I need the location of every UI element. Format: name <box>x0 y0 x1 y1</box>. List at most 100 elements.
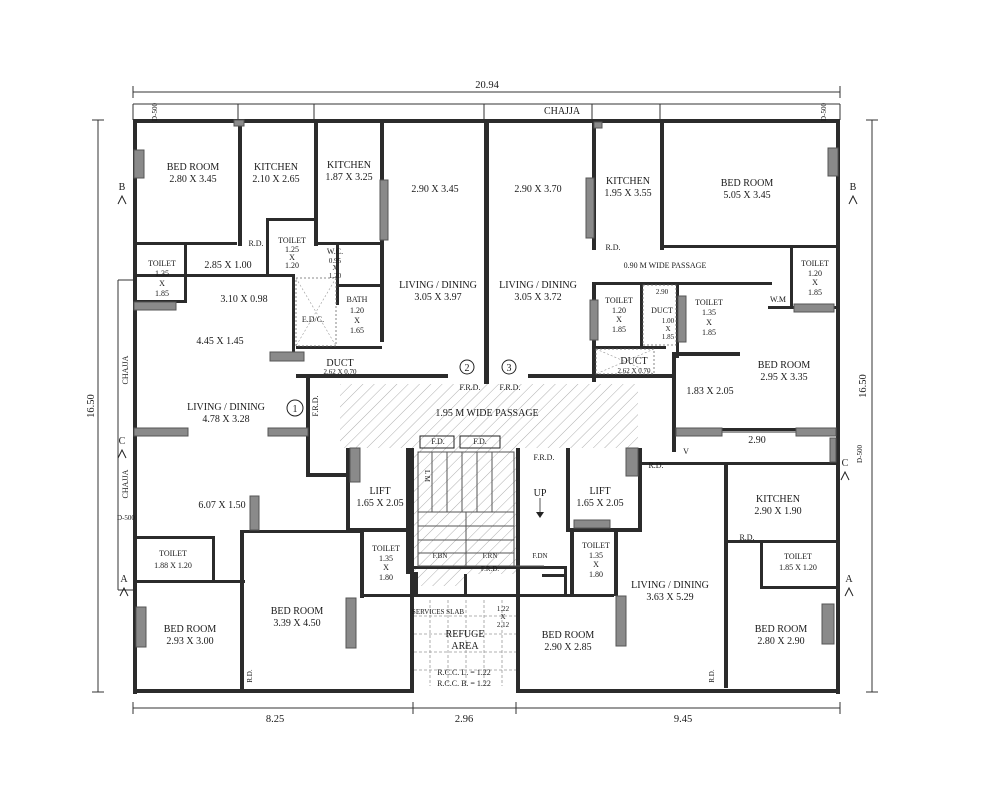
toilet-l-l1: 1.35 <box>155 269 169 278</box>
dimension-text: 20.94 16.50 16.50 8.25 2.96 9.45 2.90 <box>86 80 869 725</box>
bed-rmid-name: BED ROOM <box>758 360 811 371</box>
rcc-l-label: R.C.C. L. = 1.22 <box>437 668 490 677</box>
room-607: 6.07 X 1.50 <box>198 500 245 511</box>
lift-l-size: 1.65 X 2.05 <box>356 498 403 509</box>
passage-290-dim: 2.90 <box>748 435 766 446</box>
duct-r-name: DUCT <box>651 306 673 315</box>
fdn-label: F.DN <box>532 552 547 560</box>
overall-height-left: 16.50 <box>86 394 97 418</box>
kitchen-4-name: KITCHEN <box>756 494 800 505</box>
bottom-mid-dim: 2.96 <box>455 714 473 725</box>
staircase <box>417 451 544 567</box>
rcc-b-label: R.C.C. B. = 1.22 <box>437 679 491 688</box>
room-183: 1.83 X 2.05 <box>686 386 733 397</box>
living-4-size: 3.63 X 5.29 <box>646 592 693 603</box>
wc-name: W.C. <box>327 247 343 256</box>
bath-name: BATH <box>347 295 368 304</box>
d500-top-right: D-500 <box>820 103 828 121</box>
rd-label-4: R.D. <box>739 533 754 542</box>
duct-r-l2: X <box>665 325 670 333</box>
bed-bm-name: BED ROOM <box>271 606 324 617</box>
rd-label-1: R.D. <box>248 239 263 248</box>
room-290-370: 2.90 X 3.70 <box>514 184 561 195</box>
overall-height-right: 16.50 <box>858 374 869 398</box>
wc-l2: X <box>332 264 337 272</box>
lm-label: L M <box>423 470 431 483</box>
toilet-135r-l1: 1.35 <box>702 308 716 317</box>
toilet-120r-l2: X <box>812 278 818 287</box>
duct-m-size: 2.62 X 0.70 <box>617 367 651 375</box>
unit-tags: 1 2 3 <box>286 359 517 417</box>
section-a-left: A <box>120 574 128 585</box>
services-slab-label: SERVICES SLAB <box>412 608 464 616</box>
section-markers: B B C C A A <box>117 182 858 597</box>
living-2-name: LIVING / DINING <box>399 280 477 291</box>
living-2-size: 3.05 X 3.97 <box>414 292 461 303</box>
lift-r-size: 1.65 X 2.05 <box>576 498 623 509</box>
toilet-120r-l3: 1.85 <box>808 288 822 297</box>
v-label: V <box>683 447 689 456</box>
wm-label: W.M <box>770 295 786 304</box>
rd-label-3: R.D. <box>648 461 663 470</box>
rd-label-6: R.D. <box>708 669 716 682</box>
toilet-135c-l1: 1.35 <box>379 554 393 563</box>
toilet-188-name: TOILET <box>159 549 187 558</box>
refuge-grid <box>414 600 516 686</box>
section-b-left: B <box>119 182 126 193</box>
toilet-135c2-name: TOILET <box>582 541 610 550</box>
section-c-left: C <box>119 436 126 447</box>
duct-l-name: DUCT <box>326 358 353 369</box>
d500-top-left: D-500 <box>151 103 159 121</box>
toilet-120r-l1: 1.20 <box>808 269 822 278</box>
refuge-name: REFUGE <box>446 629 485 640</box>
toilet-125-l3: 1.20 <box>285 261 299 270</box>
living-3-name: LIVING / DINING <box>499 280 577 291</box>
up-label: UP <box>534 488 547 499</box>
bed-bl-size: 2.93 X 3.00 <box>166 636 213 647</box>
toilet-135c2-l1: 1.35 <box>589 551 603 560</box>
toilet-125-l1: 1.25 <box>285 245 299 254</box>
wc-l1: 0.95 <box>329 257 342 265</box>
room-290-345: 2.90 X 3.45 <box>411 184 458 195</box>
lift-l-name: LIFT <box>369 486 390 497</box>
kitchen-3-size: 1.95 X 3.55 <box>604 188 651 199</box>
bottom-right-dim: 9.45 <box>674 714 692 725</box>
bed-b290-name: BED ROOM <box>542 630 595 641</box>
duct-r-l3: 1.85 <box>662 333 675 341</box>
frd-label-4: F.R.D. <box>534 453 555 462</box>
bed-bl-name: BED ROOM <box>164 624 217 635</box>
kitchen-1-name: KITCHEN <box>254 162 298 173</box>
kitchen-3-name: KITCHEN <box>606 176 650 187</box>
frd-label-3: F.R.D. <box>500 383 521 392</box>
toilet-120-l2: X <box>616 315 622 324</box>
d500-left: D-500 <box>117 514 135 522</box>
toilet-135r-l2: X <box>706 318 712 327</box>
duct-boxes <box>295 277 677 375</box>
toilet-l-l3: 1.85 <box>155 289 169 298</box>
toilet-125-name: TOILET <box>278 236 306 245</box>
windows <box>133 119 839 649</box>
lift-r-name: LIFT <box>589 486 610 497</box>
pass-310: 3.10 X 0.98 <box>220 294 267 305</box>
interior-walls <box>137 122 836 690</box>
living-4-name: LIVING / DINING <box>631 580 709 591</box>
frd-label-1: F.R.D. <box>311 396 320 417</box>
common-passage <box>340 384 638 586</box>
d500-right: D-500 <box>856 445 864 463</box>
living-1-size: 4.78 X 3.28 <box>202 414 249 425</box>
fbn-label: F.BN <box>433 552 448 560</box>
toilet-185-size: 1.85 X 1.20 <box>779 563 817 572</box>
bed-tl-name: BED ROOM <box>167 162 220 173</box>
unit-tag-3: 3 <box>507 363 512 374</box>
kitchen-1-size: 2.10 X 2.65 <box>252 174 299 185</box>
bed-br-size: 2.80 X 2.90 <box>757 636 804 647</box>
outer-walls <box>133 119 840 694</box>
toilet-125-l2: X <box>289 253 295 262</box>
toilet-135c2-l3: 1.80 <box>589 570 603 579</box>
edc-label: E.D/C. <box>302 315 324 324</box>
toilet-l-l2: X <box>159 279 165 288</box>
wc-l3: 1.20 <box>329 272 342 280</box>
bed-b290-size: 2.90 X 2.85 <box>544 642 591 653</box>
living-1-name: LIVING / DINING <box>187 402 265 413</box>
